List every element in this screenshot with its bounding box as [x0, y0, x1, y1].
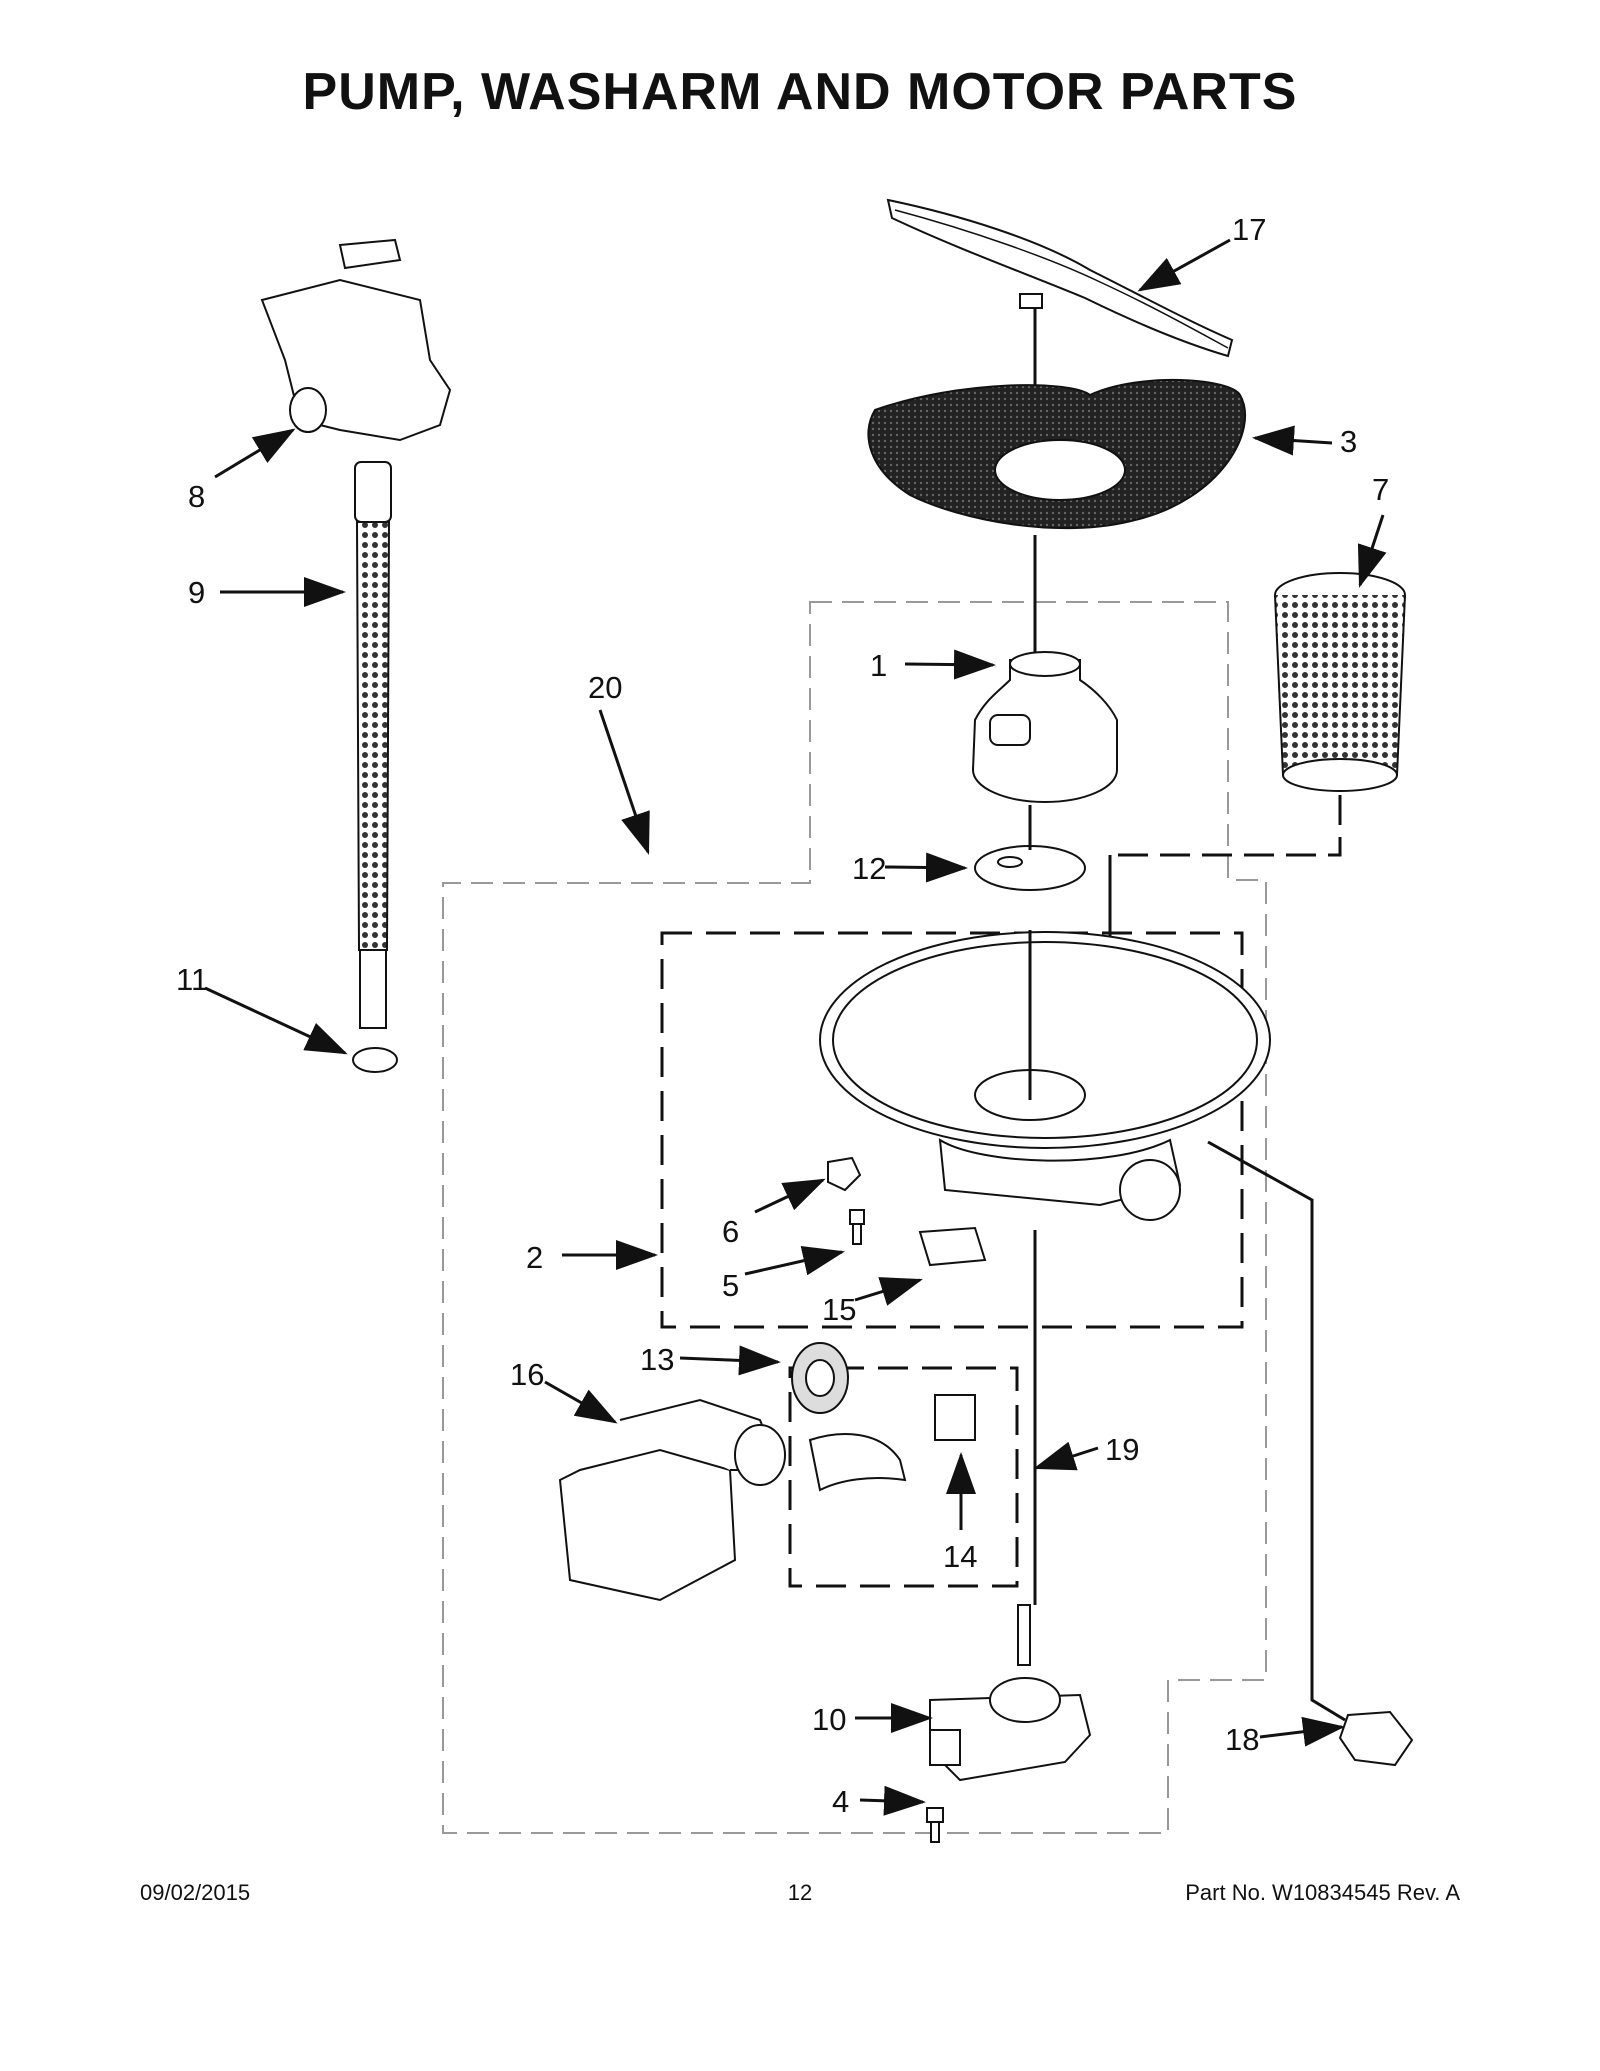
callout-14: 14 [943, 1539, 977, 1574]
leader-7 [1110, 795, 1342, 857]
filter-screen-part-3 [867, 378, 1246, 530]
callout-5: 5 [722, 1268, 739, 1303]
seal-part-13 [791, 1342, 849, 1414]
sump-part-2 [819, 931, 1271, 1221]
screw-part-5 [849, 1209, 865, 1245]
callout-arrows [204, 238, 1387, 1816]
callout-12: 12 [852, 851, 886, 886]
callout-19: 19 [1105, 1432, 1139, 1467]
callout-3: 3 [1340, 424, 1357, 459]
callout-8: 8 [188, 479, 205, 514]
clip-part-6 [827, 1156, 862, 1192]
callout-17: 17 [1232, 212, 1266, 247]
sensor-cable-18 [1207, 1140, 1346, 1722]
callout-1: 1 [870, 648, 887, 683]
hose-kit-14-outline [788, 1366, 1019, 1588]
sensor-part-18 [1338, 1710, 1414, 1767]
diverter-motor-part-10 [929, 1604, 1092, 1782]
callout-11: 11 [176, 962, 208, 997]
sump-assembly-2-outline [660, 931, 1244, 1329]
pump-housing-part-1 [972, 651, 1118, 803]
callout-16: 16 [510, 1357, 544, 1392]
footer-date: 09/02/2015 [140, 1880, 251, 1905]
callout-4: 4 [832, 1784, 849, 1819]
callout-18: 18 [1225, 1722, 1259, 1757]
drain-hose-part-9 [354, 461, 392, 1029]
callout-6: 6 [722, 1214, 739, 1249]
page-title: PUMP, WASHARM AND MOTOR PARTS [302, 63, 1298, 121]
footer-page-number: 12 [787, 1880, 813, 1905]
fine-filter-part-7 [1274, 572, 1406, 792]
hose-part-14 [808, 1394, 976, 1492]
drain-pump-part-8 [260, 238, 452, 442]
screw-part-4 [926, 1807, 944, 1843]
callout-2: 2 [526, 1240, 543, 1275]
callout-9: 9 [188, 575, 205, 610]
callout-13: 13 [640, 1342, 674, 1377]
callout-labels: 17 3 7 8 9 20 1 12 11 2 6 5 15 16 13 14 … [176, 212, 1389, 1819]
wash-arm-part-17 [886, 198, 1234, 358]
hose-clamp-part-11 [352, 1047, 398, 1073]
footer-part-number: Part No. W10834545 Rev. A [1185, 1880, 1460, 1905]
callout-20: 20 [588, 670, 622, 705]
connector-part-15 [918, 1226, 987, 1267]
callout-10: 10 [812, 1702, 846, 1737]
callout-15: 15 [822, 1292, 856, 1327]
disk-part-12 [974, 845, 1086, 891]
assembly-20-outline [442, 601, 1267, 1834]
circulation-motor-part-16 [558, 1398, 786, 1602]
callout-7: 7 [1372, 472, 1389, 507]
